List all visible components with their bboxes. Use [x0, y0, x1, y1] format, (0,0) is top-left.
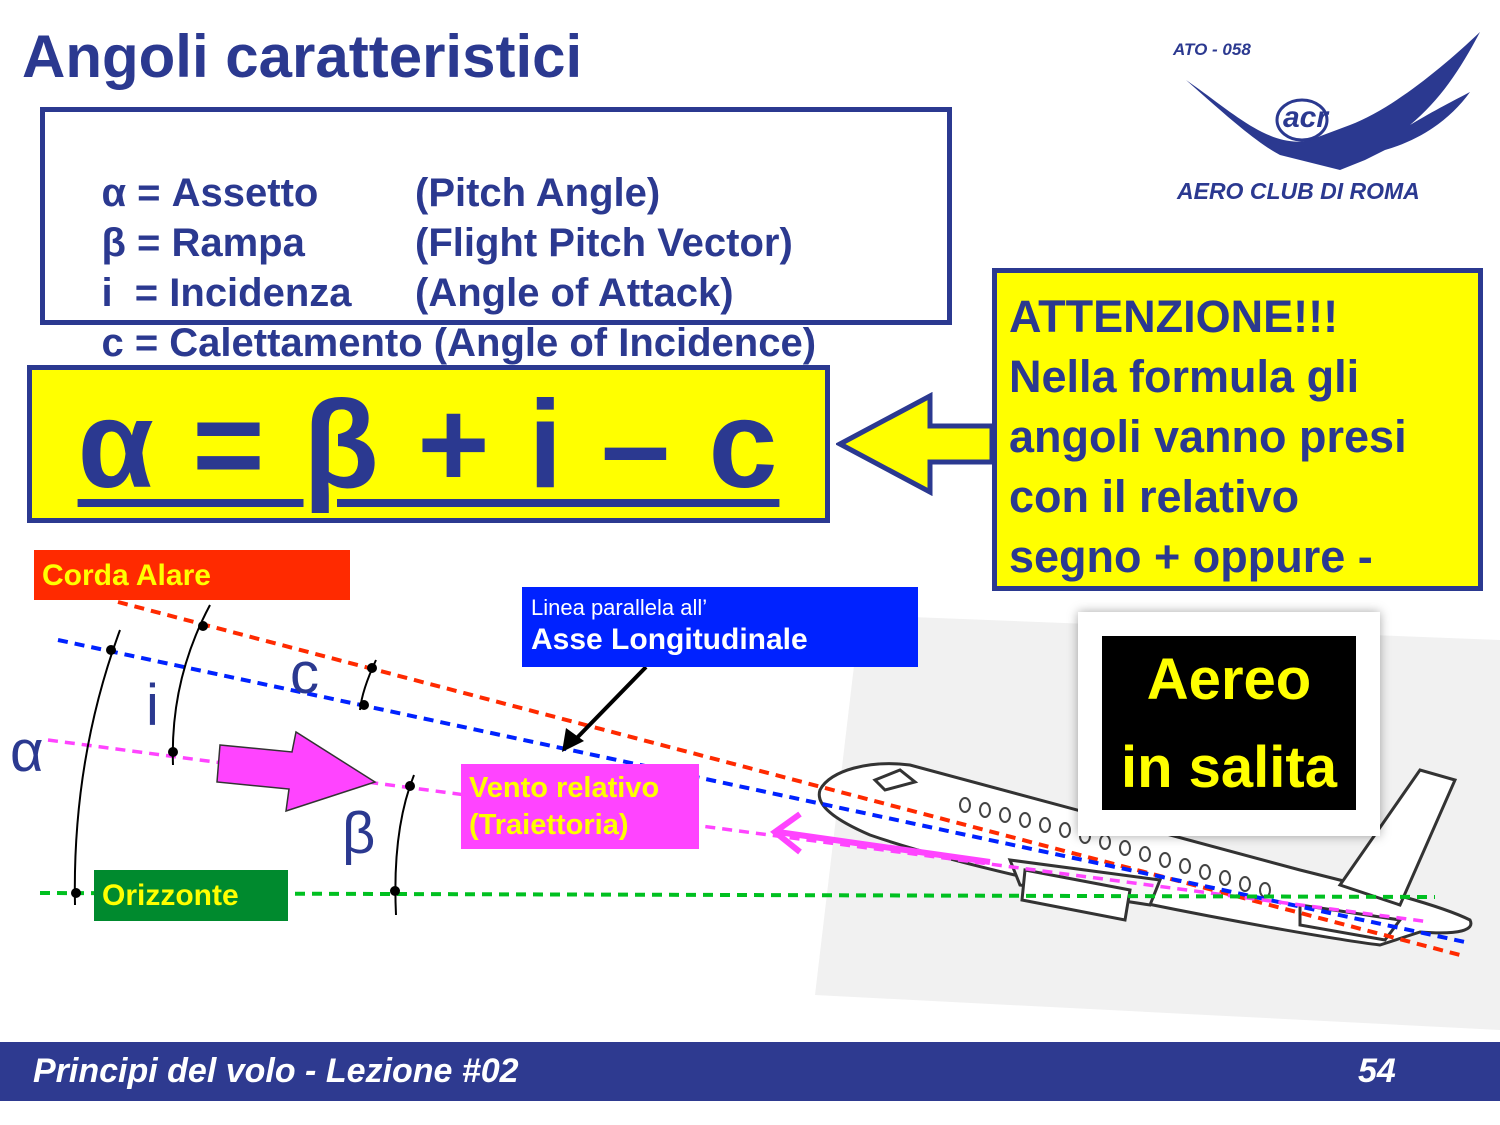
- definitions-box: α = Assetto (Pitch Angle) β = Rampa (Fligh…: [40, 107, 952, 365]
- formula: α = β + i – c: [77, 376, 780, 514]
- axis-label-small: Linea parallela all’: [531, 595, 708, 620]
- longitudinal-axis-line: [57, 638, 1466, 944]
- footer-bar: [0, 1042, 1500, 1101]
- definition-term: α = Assetto: [101, 171, 319, 215]
- definition-term: c = Calettamento: [101, 321, 423, 365]
- wind-label-line1: Vento relativo: [469, 772, 660, 804]
- definition-english: (Flight Pitch Vector): [415, 221, 793, 265]
- page-number: 54: [1358, 1052, 1396, 1090]
- angle-c-label: c: [290, 641, 319, 706]
- arc-endpoints: [71, 621, 415, 898]
- angle-beta-label: β: [342, 801, 376, 866]
- definition-row: c = Calettamento (Angle of Incidence): [57, 276, 816, 411]
- horizon-label: Orizzonte: [94, 870, 288, 921]
- wind-line: [47, 738, 1431, 924]
- warning-line: Nella formula gli: [1009, 351, 1360, 402]
- footer-lesson-title: Principi del volo - Lezione #02: [33, 1052, 519, 1090]
- horizon-line: [39, 891, 1436, 899]
- direction-arrow-icon: [216, 730, 377, 813]
- climbing-plane-card: Aereo in salita: [1078, 612, 1380, 836]
- definition-english: (Pitch Angle): [415, 171, 661, 215]
- logo-bottom-text: AERO CLUB DI ROMA: [1177, 178, 1420, 204]
- warning-box: ATTENZIONE!!! Nella formula gli angoli v…: [992, 268, 1483, 591]
- definition-row: i = Incidenza (Angle of Attack): [57, 226, 733, 361]
- definition-english: (Angle of Attack): [415, 271, 734, 315]
- left-arrow-icon: [836, 392, 995, 496]
- wind-label-line2: (Traiettoria): [469, 809, 629, 841]
- definition-term: i = Incidenza: [101, 271, 352, 315]
- climbing-plane-line2: in salita: [1121, 735, 1337, 800]
- definition-row: β = Rampa (Flight Pitch Vector): [57, 176, 792, 311]
- airplane-windows: [959, 797, 1271, 898]
- warning-line: segno + oppure -: [1009, 531, 1373, 582]
- definition-english: (Angle of Incidence): [433, 321, 817, 365]
- definition-row: α = Assetto (Pitch Angle): [57, 126, 660, 261]
- definition-term: β = Rampa: [101, 221, 305, 265]
- axis-label-big: Asse Longitudinale: [531, 623, 808, 656]
- warning-line: ATTENZIONE!!!: [1009, 291, 1339, 342]
- pointer-arrow: [568, 665, 648, 747]
- formula-box: α = β + i – c: [27, 365, 830, 523]
- climbing-plane-line1: Aereo: [1146, 647, 1312, 712]
- wind-label: Vento relativo (Traiettoria): [461, 764, 699, 849]
- axis-label: Linea parallela all’ Asse Longitudinale: [522, 587, 918, 667]
- chord-label: Corda Alare: [34, 550, 350, 600]
- logo-top-text: ATO - 058: [1173, 40, 1251, 59]
- warning-line: con il relativo: [1009, 471, 1300, 522]
- angle-i-label: i: [146, 673, 159, 738]
- warning-line: angoli vanno presi: [1009, 411, 1407, 462]
- aero-club-logo: [1186, 32, 1480, 170]
- page-title: Angoli caratteristici: [22, 23, 583, 90]
- eagle-icon: [1186, 32, 1480, 170]
- climbing-plane-label: Aereo in salita: [1102, 636, 1356, 810]
- angle-alpha-label: α: [10, 719, 44, 784]
- logo-monogram: acr: [1283, 101, 1329, 134]
